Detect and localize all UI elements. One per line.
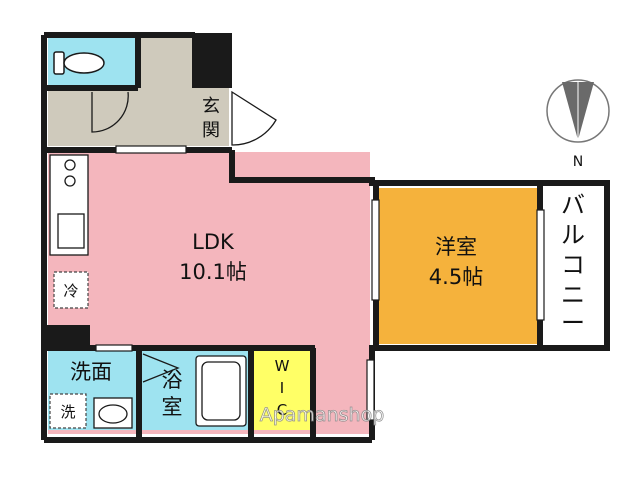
balcony-char-1: バ: [561, 191, 585, 219]
washer-label: 洗: [60, 403, 75, 421]
bath-label-1: 浴: [162, 368, 183, 392]
openings: [95, 145, 545, 421]
western-room-name: 洋室: [435, 235, 477, 259]
balcony-char-2: ル: [561, 221, 585, 249]
kitchen-counter: [49, 154, 89, 256]
doors: [91, 90, 277, 383]
western-room-size: 4.5帖: [429, 265, 483, 289]
entrance-label-1: 玄: [202, 96, 220, 117]
western-room-area: [378, 188, 538, 344]
ldk-size: 10.1帖: [179, 260, 247, 284]
balcony-area: [545, 186, 601, 344]
balcony-char-3: コ: [561, 251, 585, 279]
washer-space: [49, 393, 87, 429]
compass-icon: [546, 79, 610, 143]
wic-area: [252, 350, 312, 430]
fridge-space: [53, 271, 89, 309]
toilet-fixture: [53, 51, 105, 75]
washroom-label: 洗面: [70, 360, 112, 384]
balcony-char-4: ニ: [561, 281, 585, 309]
ldk-name: LDK: [192, 230, 235, 254]
wic-label-c: C: [277, 401, 287, 419]
ldk-lower-strip: [315, 345, 370, 430]
wash-basin: [93, 397, 133, 429]
entrance-area: [193, 88, 229, 146]
watermark: Apamanshop: [260, 404, 385, 426]
bath-label-2: 室: [162, 395, 183, 419]
pillar-left: [42, 325, 90, 350]
balcony-char-5: ー: [561, 309, 585, 337]
wic-label-i: I: [280, 379, 284, 397]
wic-label-w: W: [275, 357, 290, 375]
compass-north-label: N: [573, 154, 583, 170]
entrance-label-2: 関: [202, 120, 220, 141]
bathtub: [195, 355, 247, 427]
pillar-top: [192, 33, 232, 88]
fridge-label: 冷: [63, 282, 78, 300]
